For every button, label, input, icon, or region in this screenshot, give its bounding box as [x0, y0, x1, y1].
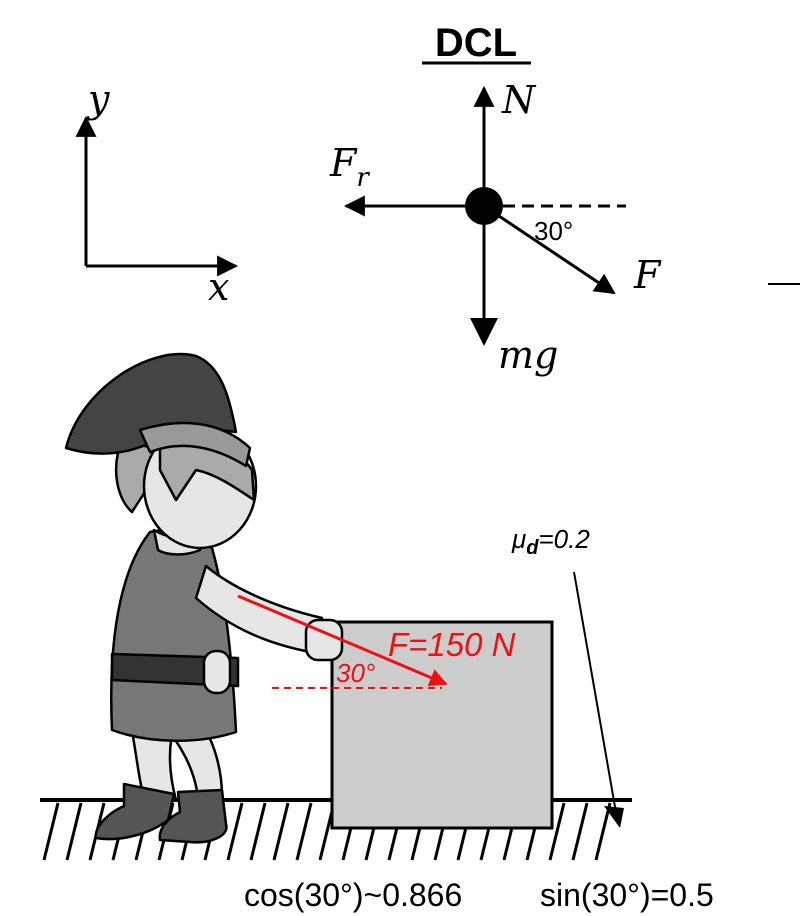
- hatch-stroke: [65, 802, 83, 861]
- applied-force-label: F: [633, 253, 662, 297]
- sine-value: sin(30°)=0.5: [540, 877, 714, 913]
- scene-angle-label: 30°: [336, 658, 375, 688]
- hatch-stroke: [594, 802, 612, 861]
- body-point: [465, 187, 503, 225]
- elf-character: [64, 353, 344, 844]
- friction-pointer-line: [573, 571, 619, 825]
- scene-force-arrow: [237, 594, 448, 686]
- friction-pointer-head: [604, 806, 624, 828]
- scene-force: F=150 N 30°: [237, 594, 516, 689]
- fbd-angle-label: 30°: [534, 216, 573, 246]
- tunic: [110, 529, 238, 742]
- diagram-title: DCL: [435, 21, 517, 65]
- x-axis-label: x: [208, 265, 229, 309]
- cosine-value: cos(30°)~0.866: [244, 877, 462, 913]
- hatch-stroke: [42, 802, 60, 861]
- normal-force-label: N: [501, 78, 537, 122]
- applied-force-arrow: [483, 204, 616, 295]
- front-boot: [158, 788, 228, 844]
- hatch-stroke: [249, 802, 267, 861]
- hatch-stroke: [295, 802, 313, 861]
- belt-buckle: [202, 649, 232, 695]
- coordinate-axes: y x: [75, 77, 239, 309]
- scene-force-label: F=150 N: [388, 626, 516, 663]
- hatch-stroke: [571, 802, 589, 861]
- hatch-stroke: [272, 802, 290, 861]
- free-body-diagram: N Fr F mg 30°: [329, 78, 662, 377]
- weight-label: mg: [498, 333, 558, 377]
- hatch-stroke: [548, 802, 566, 861]
- y-axis-label: y: [86, 77, 110, 121]
- hatch-stroke: [226, 802, 244, 861]
- friction-force-label: Fr: [329, 141, 370, 193]
- back-boot: [94, 782, 176, 841]
- weight-arrowhead: [470, 318, 498, 346]
- hat-brim: [138, 421, 252, 468]
- box: [330, 620, 554, 830]
- friction-coefficient-label: μd=0.2: [511, 524, 590, 559]
